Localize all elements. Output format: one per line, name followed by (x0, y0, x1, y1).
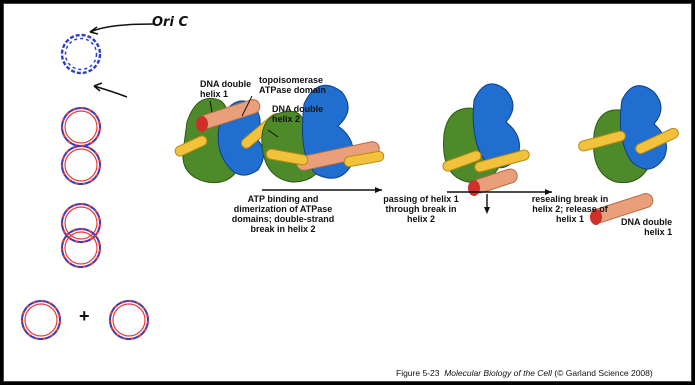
dna-daughter-right (110, 301, 148, 339)
dna-daughter-left (22, 301, 60, 339)
dna-circle-origin (62, 35, 100, 73)
plus-sign: + (79, 306, 90, 327)
ori-arrow (90, 24, 154, 32)
dna-theta-1 (62, 108, 100, 184)
label-dna-helix-1: DNA double helix 1 (200, 79, 251, 99)
slide: Ori C + DNA double helix 1 topoisomerase… (3, 3, 692, 382)
step-3-text: resealing break in helix 2; release of h… (520, 194, 620, 224)
label-dna-helix-1-released: DNA double helix 1 (621, 217, 672, 237)
label-dna-helix-2: DNA double helix 2 (272, 104, 323, 124)
step-2-text: passing of helix 1 through break in heli… (371, 194, 471, 224)
ori-c-label: Ori C (152, 15, 188, 30)
figure-caption: Figure 5-23 Molecular Biology of the Cel… (396, 368, 653, 378)
replication-arrow (94, 86, 127, 97)
dna-catenane (62, 204, 100, 267)
label-topoisomerase-atpase: topoisomerase ATPase domain (259, 75, 326, 95)
step-1-text: ATP binding and dimerization of ATPase d… (218, 194, 348, 234)
topo-stage-2 (262, 85, 385, 182)
